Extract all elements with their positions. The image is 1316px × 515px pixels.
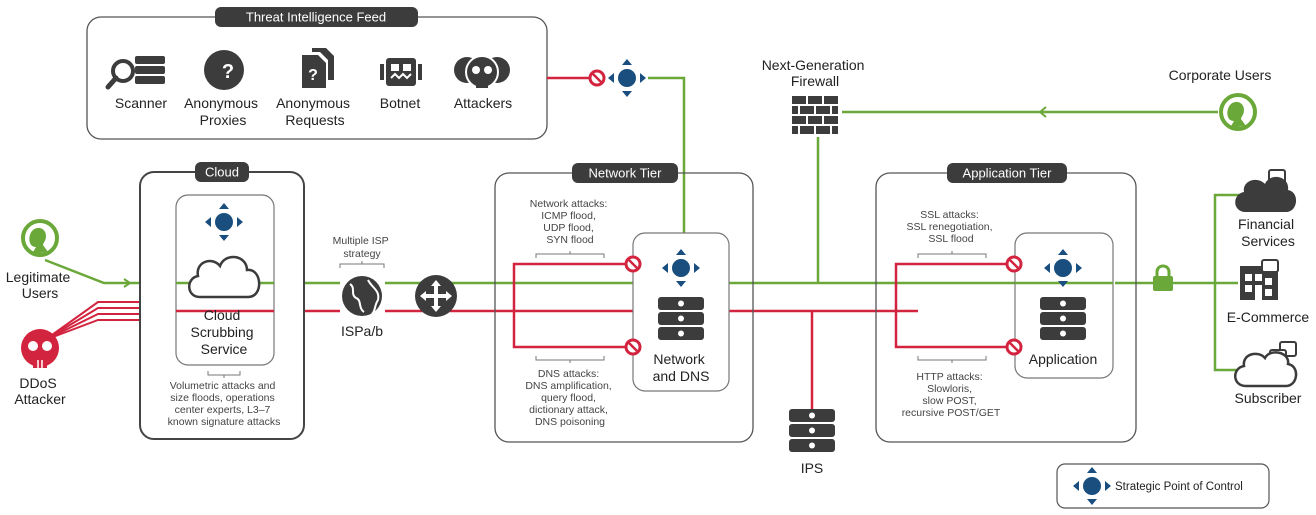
cloud-note: Volumetric attacks and size floods, oper… xyxy=(168,380,281,428)
application-tier-title: Application Tier xyxy=(963,166,1053,181)
ecommerce-building-icon xyxy=(1240,259,1279,300)
financial-cloud-icon xyxy=(1235,169,1297,212)
anonymous-proxy-icon: ? xyxy=(204,50,244,90)
ddos-attacker-label: DDoS Attacker xyxy=(14,375,66,407)
anonymous-proxies-label: Anonymous Proxies xyxy=(184,95,262,128)
network-tier-title: Network Tier xyxy=(589,166,663,181)
network-tier-panel: Network Tier xyxy=(494,163,754,443)
corporate-users-label: Corporate Users xyxy=(1169,67,1272,83)
botnet-label: Botnet xyxy=(380,95,421,111)
attackers-label: Attackers xyxy=(454,95,512,111)
threat-strategic-point-icon xyxy=(608,59,646,97)
lock-icon xyxy=(1153,264,1173,291)
threat-intel-title: Threat Intelligence Feed xyxy=(246,10,386,25)
threat-block-icon xyxy=(588,69,606,87)
firewall-label: Next-Generation Firewall xyxy=(762,57,869,89)
http-attacks-note: HTTP attacks: Slowloris, slow POST, recu… xyxy=(902,371,1001,419)
botnet-icon xyxy=(380,58,422,86)
firewall-icon xyxy=(792,96,838,134)
scanner-label: Scanner xyxy=(115,95,167,111)
globe-icon xyxy=(342,276,382,316)
legend-label: Strategic Point of Control xyxy=(1115,481,1243,493)
application-block-bottom-icon xyxy=(1005,338,1023,356)
application-block-top-icon xyxy=(1005,255,1023,273)
network-block-top-icon xyxy=(624,255,642,273)
svg-text:?: ? xyxy=(308,67,318,84)
application-server-icon xyxy=(1040,297,1086,340)
network-dns-label: Network and DNS xyxy=(653,351,710,384)
application-tier-panel: Application Tier xyxy=(875,163,1137,443)
corporate-user-icon xyxy=(1219,93,1257,131)
ecommerce-label: E-Commerce xyxy=(1227,309,1310,325)
cloud-title: Cloud xyxy=(205,165,239,180)
anonymous-request-icon: ? xyxy=(302,48,334,88)
network-server-icon xyxy=(658,297,704,340)
attackers-icon xyxy=(454,55,510,89)
network-block-bottom-icon xyxy=(624,338,642,356)
financial-services-label: Financial Services xyxy=(1238,216,1298,249)
svg-text:?: ? xyxy=(222,61,234,83)
anonymous-requests-label: Anonymous Requests xyxy=(276,95,354,128)
subscriber-label: Subscriber xyxy=(1235,390,1302,406)
cloud-scrubbing-label: Cloud Scrubbing Service xyxy=(191,307,258,357)
application-label: Application xyxy=(1029,351,1098,367)
isp-strategy-label: Multiple ISP strategy xyxy=(333,235,392,260)
ips-label: IPS xyxy=(801,460,824,476)
subscriber-cloud-icon xyxy=(1234,341,1298,388)
cloud-panel: Cloud xyxy=(139,162,305,440)
legitimate-users-label: Legitimate Users xyxy=(6,269,74,301)
network-attacks-note: Network attacks: ICMP flood, UDP flood, … xyxy=(530,198,611,246)
legitimate-user-icon xyxy=(21,219,59,257)
ips-server-icon xyxy=(789,409,835,452)
legend xyxy=(1056,463,1270,509)
isp-label: ISPa/b xyxy=(341,323,383,339)
ddos-skull-icon xyxy=(21,329,59,368)
scanner-icon xyxy=(105,56,165,90)
cloud-outline-icon xyxy=(188,255,261,299)
ssl-attacks-note: SSL attacks: SSL renegotiation, SSL floo… xyxy=(907,209,996,245)
router-icon xyxy=(415,275,457,317)
dns-attacks-note: DNS attacks: DNS amplification, query fl… xyxy=(525,368,614,428)
